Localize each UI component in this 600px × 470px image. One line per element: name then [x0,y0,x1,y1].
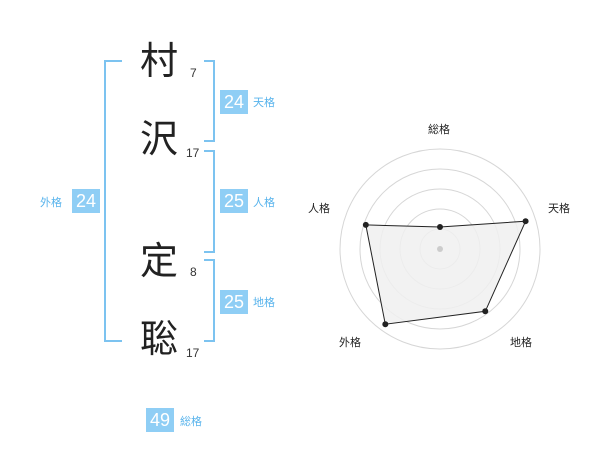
radar-point-chikaku [482,308,489,315]
gaikaku-bracket [104,60,122,342]
tenkaku-label: 天格 [253,96,275,109]
tenkaku-bracket [204,60,215,142]
name-char-2: 沢 [140,117,179,161]
gaikaku-value: 24 [72,189,100,213]
radar-data-polygon [365,220,527,325]
jinkaku-label: 人格 [253,196,275,209]
stroke-count-2: 17 [186,146,200,160]
radar-point-soukaku [437,224,443,230]
chikaku-value: 25 [220,290,248,314]
radar-label-chikaku: 地格 [510,336,532,349]
radar-label-gaikaku: 外格 [339,336,361,349]
chikaku-label: 地格 [253,296,275,309]
soukaku-label: 総格 [180,415,202,428]
radar-grid-ring [339,148,541,350]
radar-point-gaikaku [382,321,389,328]
radar-point-tenkaku [522,218,529,225]
radar-label-tenkaku: 天格 [548,202,570,215]
name-char-4: 聡 [140,317,179,361]
radar-label-soukaku: 総格 [428,123,450,136]
radar-label-jinkaku: 人格 [308,202,330,215]
jinkaku-value: 25 [220,189,248,213]
name-char-1: 村 [140,39,179,83]
tenkaku-value: 24 [220,90,248,114]
radar-grid-ring [359,168,521,330]
soukaku-value: 49 [146,408,174,432]
radar-center-dot [437,246,443,252]
stroke-count-3: 8 [190,265,197,279]
gaikaku-label: 外格 [40,196,62,209]
radar-point-jinkaku [362,221,369,228]
jinkaku-bracket [204,150,215,253]
stroke-count-1: 7 [190,66,197,80]
stroke-count-4: 17 [186,346,200,360]
chikaku-bracket [204,259,215,342]
name-char-3: 定 [140,239,179,283]
